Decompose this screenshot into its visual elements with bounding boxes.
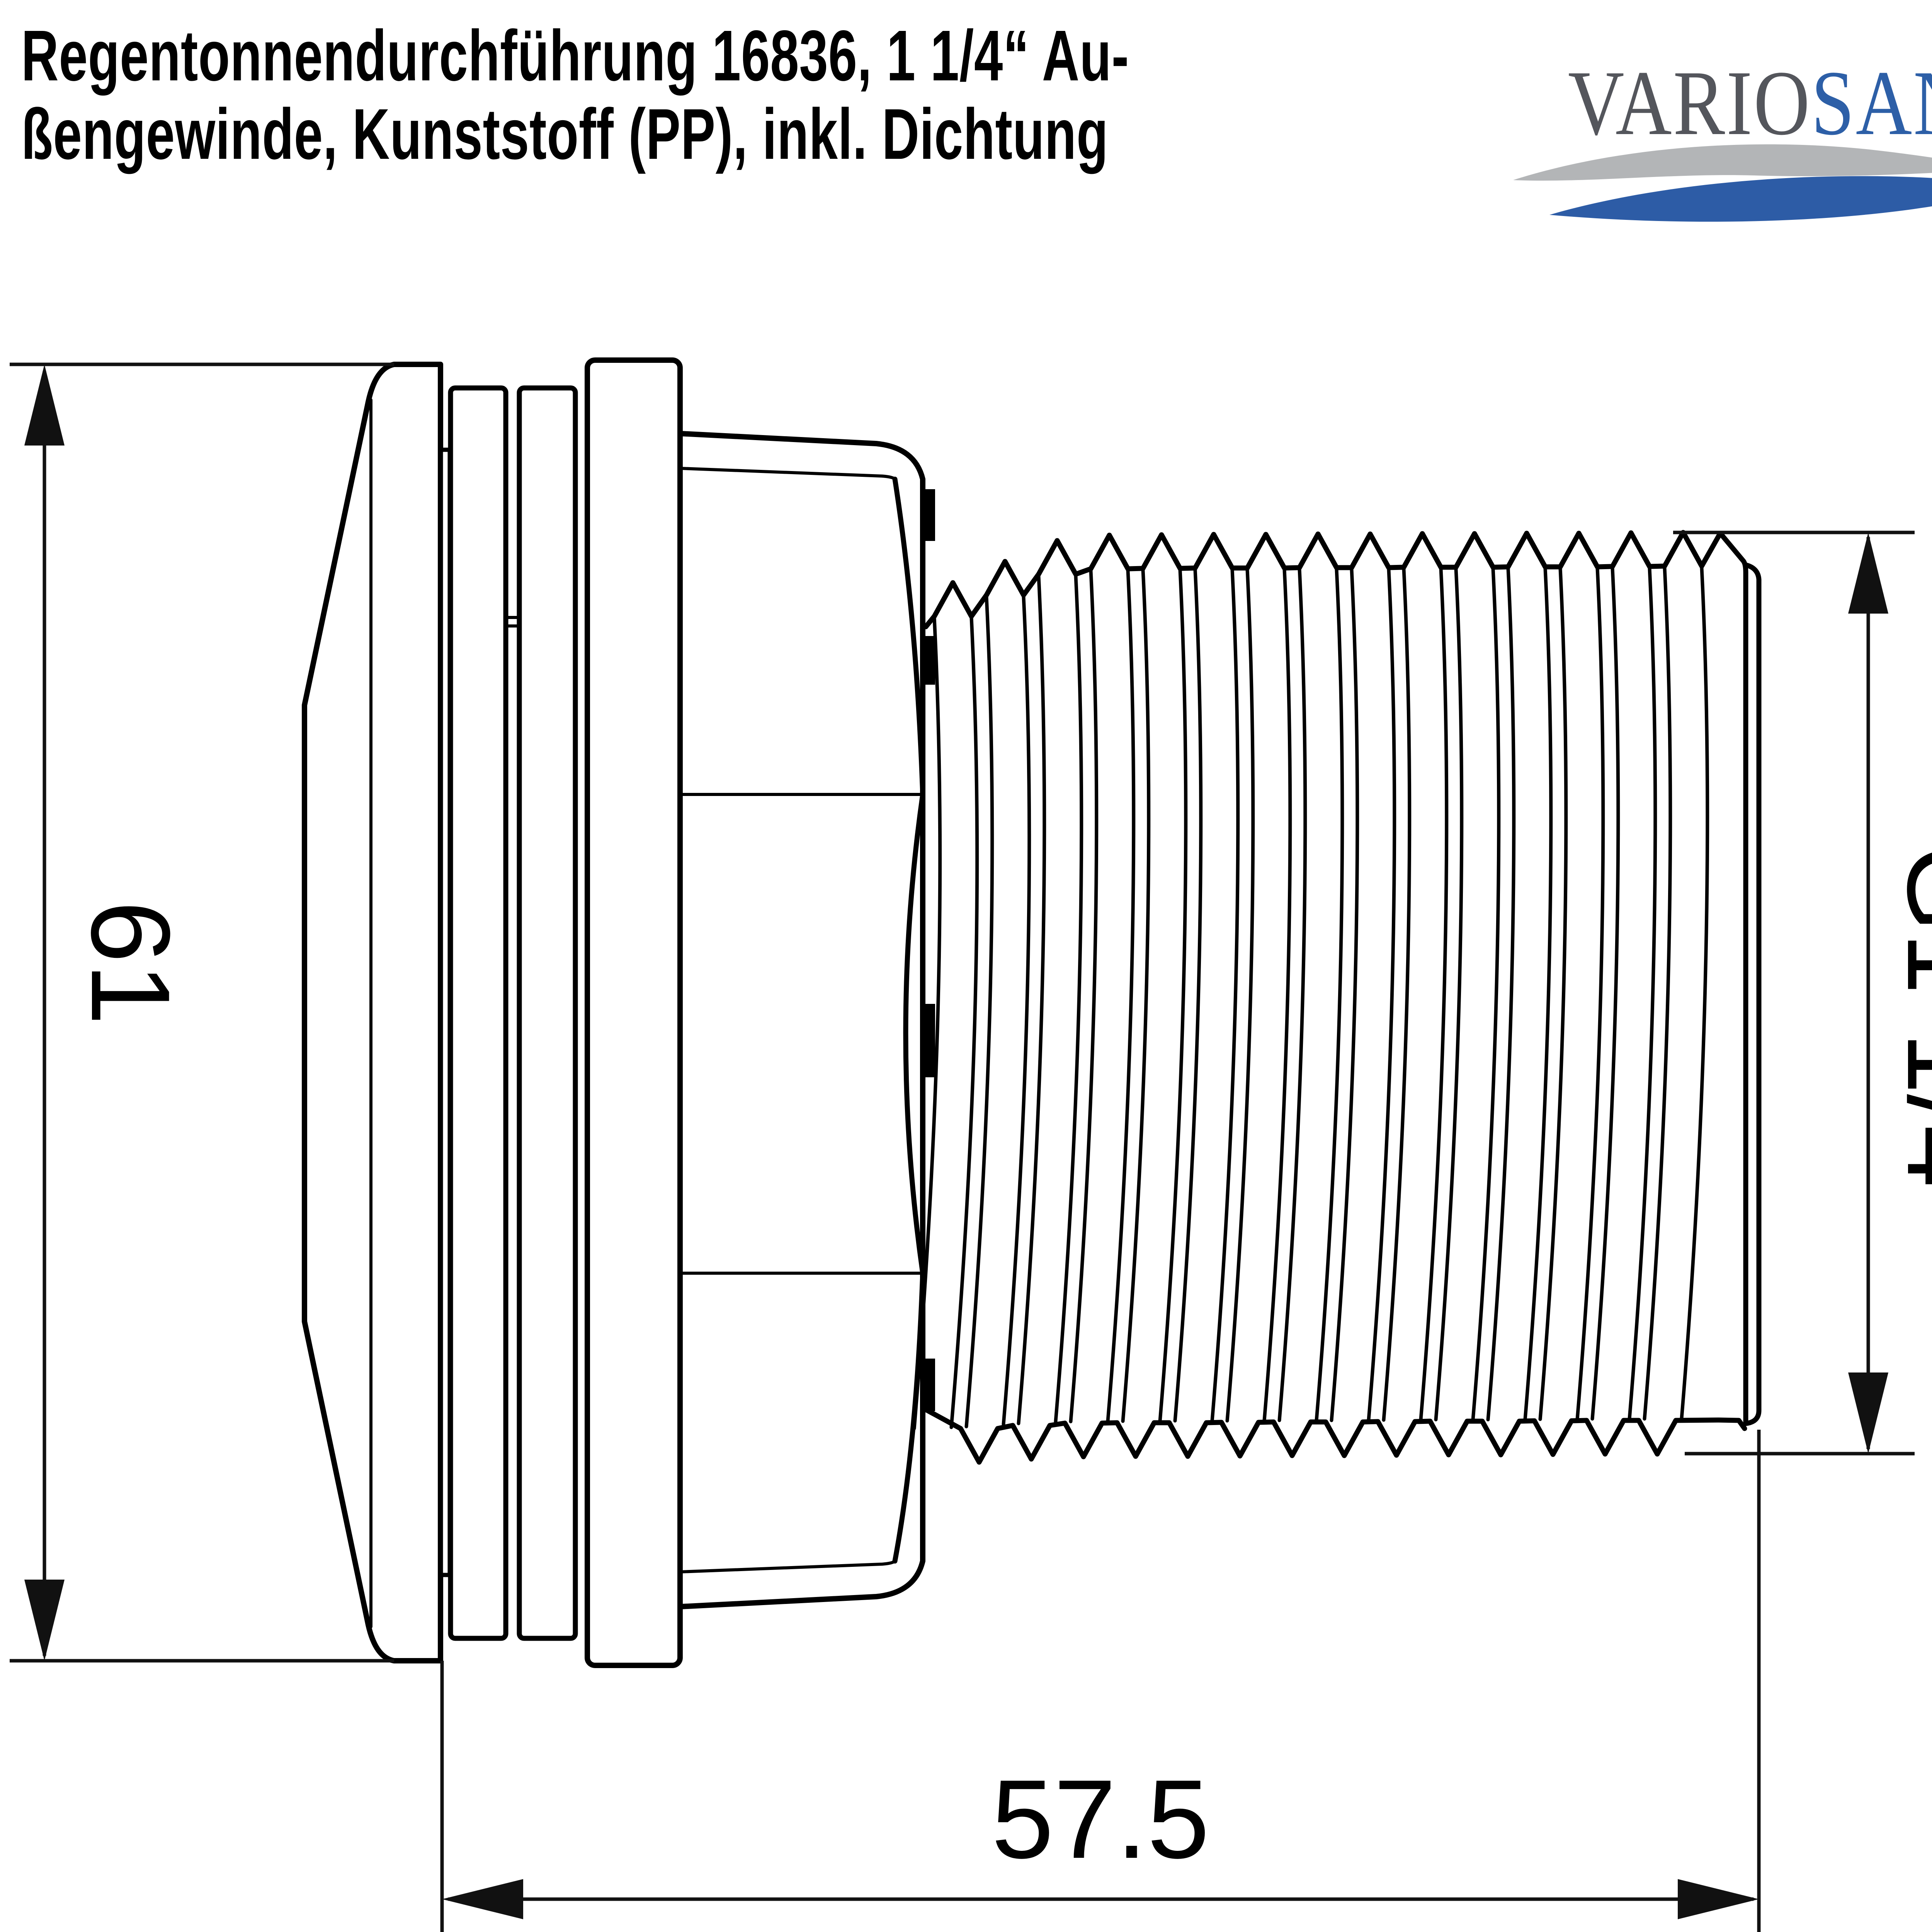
- dim-thread-value: G1-1/4: [1884, 845, 1932, 1188]
- dimension-height: 61: [10, 362, 394, 1663]
- thread-crest-top: [923, 530, 1723, 629]
- backing-washer: [585, 357, 683, 1668]
- dim-length-arrow-left-icon: [442, 1879, 523, 1919]
- thread-section: [912, 530, 1762, 1465]
- logo-waves: [1513, 144, 1932, 222]
- seal-and-washers: [439, 357, 683, 1668]
- hex-silhouette: [677, 431, 925, 1609]
- thread-body-lines: [912, 566, 1709, 1430]
- thread-end-chamfer-top: [1718, 531, 1748, 575]
- hex-corner-arc-bottom: [892, 1270, 925, 1564]
- thread-runout-tick-2: [925, 636, 935, 685]
- thread-end-face-outer: [1743, 562, 1762, 1426]
- washer-plate-2: [517, 385, 578, 1641]
- thread-runout-tick-4: [925, 1359, 935, 1411]
- brand-logo-text-primary: VARIO: [1568, 51, 1811, 154]
- dim-length-arrow-right-icon: [1678, 1879, 1759, 1919]
- thread-runout-tick-1: [925, 489, 935, 541]
- page-title: Regentonnendurchführung 16836, 1 1/4“ Au…: [21, 17, 1129, 173]
- dim-height-value: 61: [68, 901, 193, 1026]
- dim-thread-arrow-up-icon: [1848, 532, 1888, 614]
- brand-logo-text: VARIOSAN: [1568, 49, 1932, 156]
- thread-runout-tick-3: [925, 1004, 935, 1077]
- wave-bottom-icon: [1549, 176, 1932, 222]
- title-line-2: ßengewinde, Kunststoff (PP), inkl. Dicht…: [21, 94, 1109, 174]
- thread-crest-bottom: [923, 1407, 1747, 1465]
- hex-corner-arc-middle: [903, 792, 925, 1276]
- flange: [302, 362, 443, 1663]
- dimension-length: 57.5: [440, 1430, 1761, 1932]
- brand-logo: VARIOSAN: [1503, 39, 1932, 240]
- title-line-1: Regentonnendurchführung 16836, 1 1/4“ Au…: [21, 16, 1129, 96]
- dim-length-value: 57.5: [992, 1757, 1209, 1882]
- dim-height-arrow-down-icon: [24, 1580, 65, 1661]
- washer-plate-1: [448, 385, 509, 1641]
- hex-corner-arc-top: [892, 476, 925, 797]
- dim-height-arrow-up-icon: [24, 364, 65, 446]
- wave-top-icon: [1513, 144, 1932, 181]
- dim-thread-arrow-down-icon: [1848, 1372, 1888, 1454]
- hex-nut-body: [677, 431, 935, 1609]
- brand-logo-text-secondary: SAN: [1811, 51, 1932, 154]
- dimension-thread: G1-1/4: [1673, 531, 1932, 1456]
